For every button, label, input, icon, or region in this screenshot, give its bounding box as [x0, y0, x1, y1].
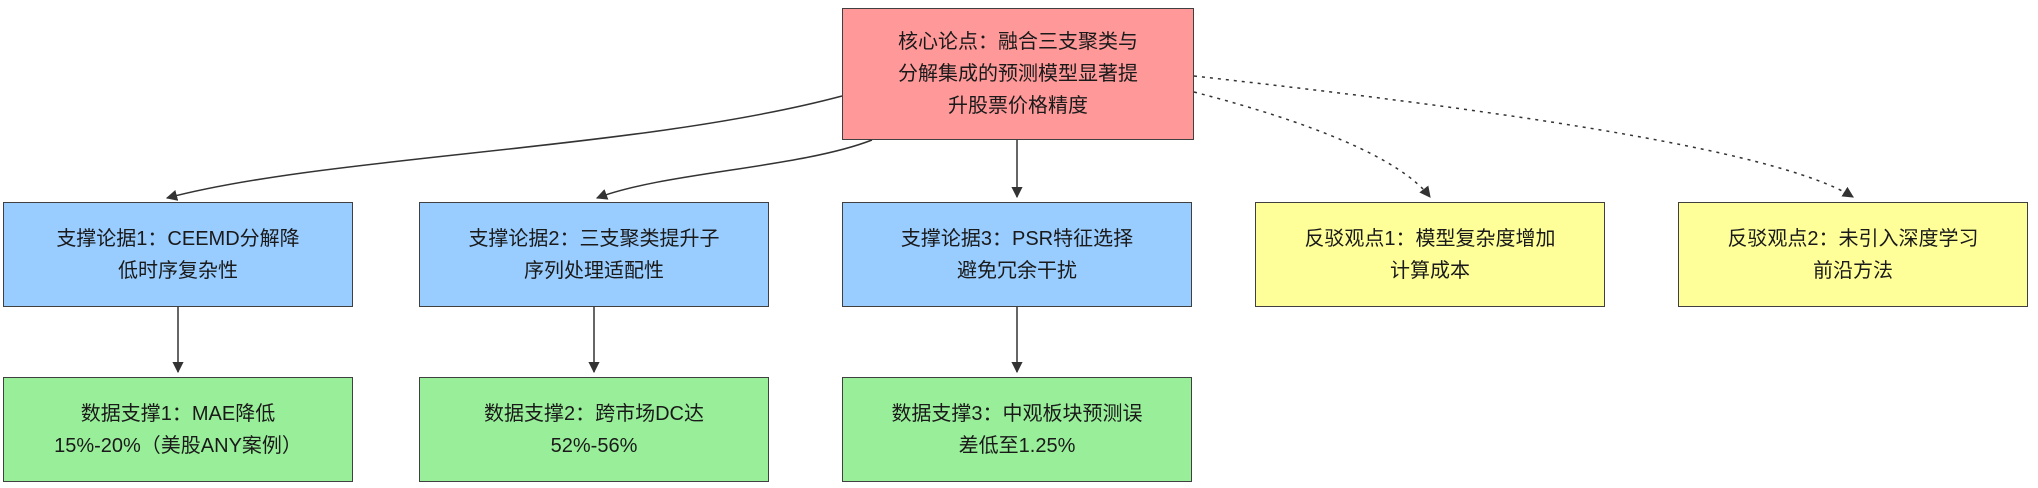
support-node-1: 支撑论据1：CEEMD分解降低时序复杂性: [3, 202, 353, 307]
edge-core-to-rebuttal1: [1193, 91, 1431, 198]
edge-core-to-support1: [165, 95, 843, 201]
rebuttal-node-2: 反驳观点2：未引入深度学习前沿方法: [1678, 202, 2028, 307]
evidence-label-2: 数据支撑2：跨市场DC达52%-56%: [483, 402, 704, 457]
edge-core-to-rebuttal2: [1193, 75, 1854, 198]
rebuttal-node-1: 反驳观点1：模型复杂度增加计算成本: [1255, 202, 1605, 307]
support-node-3: 支撑论据3：PSR特征选择避免冗余干扰: [842, 202, 1192, 307]
support-label-3: 支撑论据3：PSR特征选择避免冗余干扰: [900, 227, 1134, 282]
edge-core-to-support2: [595, 139, 873, 200]
evidence-node-1: 数据支撑1：MAE降低15%-20%（美股ANY案例）: [3, 377, 353, 482]
rebuttal-label-1: 反驳观点1：模型复杂度增加计算成本: [1304, 227, 1556, 282]
support-label-1: 支撑论据1：CEEMD分解降低时序复杂性: [56, 227, 300, 282]
evidence-node-3: 数据支撑3：中观板块预测误差低至1.25%: [842, 377, 1192, 482]
evidence-label-1: 数据支撑1：MAE降低15%-20%（美股ANY案例）: [54, 402, 302, 457]
evidence-node-2: 数据支撑2：跨市场DC达52%-56%: [419, 377, 769, 482]
support-node-2: 支撑论据2：三支聚类提升子序列处理适配性: [419, 202, 769, 307]
support-label-2: 支撑论据2：三支聚类提升子序列处理适配性: [468, 227, 720, 282]
rebuttal-label-2: 反驳观点2：未引入深度学习前沿方法: [1727, 227, 1979, 282]
core-claim-label: 核心论点：融合三支聚类与分解集成的预测模型显著提升股票价格精度: [898, 31, 1138, 117]
core-claim-node: 核心论点：融合三支聚类与分解集成的预测模型显著提升股票价格精度: [842, 8, 1194, 140]
evidence-label-3: 数据支撑3：中观板块预测误差低至1.25%: [891, 402, 1143, 457]
